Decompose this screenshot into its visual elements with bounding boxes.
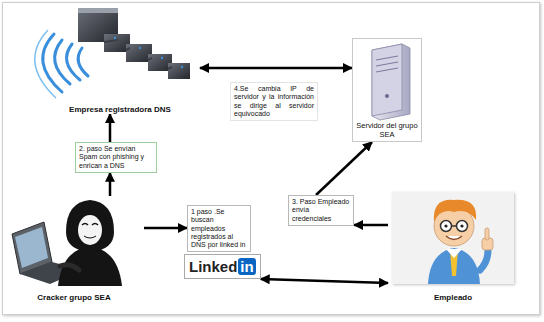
node-text: 1 paso .Se buscan empleados registrados …: [191, 208, 247, 249]
node-text: in: [238, 258, 255, 275]
attacker: Cracker grupo SEA: [4, 196, 144, 302]
step-box: 3. Paso Empleado envía credenciales: [288, 195, 354, 226]
linkedin-logo: Linkedin: [184, 254, 261, 279]
sea-server-picture: [372, 44, 410, 120]
dns-servers-picture: [35, 8, 190, 98]
arrow-connector: [109, 173, 112, 196]
attacker-server: Servidor del grupo SEA: [352, 38, 422, 142]
picture-caption: Empleado: [432, 293, 474, 302]
node-text: 4.Se cambia IP de servidor y la informac…: [234, 85, 314, 118]
step-box: 1 paso .Se buscan empleados registrados …: [187, 205, 251, 252]
dns-registrar: Empresa registradora DNS: [40, 4, 200, 114]
arrow-connector: [109, 114, 112, 142]
arrow-connector: [261, 279, 388, 283]
cracker-picture: [12, 200, 122, 286]
picture-caption: Servidor del grupo SEA: [353, 121, 421, 139]
arrow-connector: [316, 142, 372, 195]
arrow-connector: [144, 227, 187, 230]
employee: Empleado: [388, 190, 518, 302]
employee-picture: [392, 192, 514, 284]
arrow-connector: [200, 67, 352, 70]
step-box: 4.Se cambia IP de servidor y la informac…: [230, 82, 318, 121]
step-box: 2. paso Se envían Spam con phishing y en…: [75, 142, 157, 173]
node-text: Linked: [189, 258, 237, 275]
picture-caption: Cracker grupo SEA: [35, 293, 112, 302]
frame: [3, 3, 540, 315]
arrow-connector: [354, 224, 388, 227]
node-text: 2. paso Se envían Spam con phishing y en…: [79, 145, 153, 170]
node-text: 3. Paso Empleado envía credenciales: [292, 198, 350, 223]
picture-caption: Empresa registradora DNS: [67, 105, 173, 114]
